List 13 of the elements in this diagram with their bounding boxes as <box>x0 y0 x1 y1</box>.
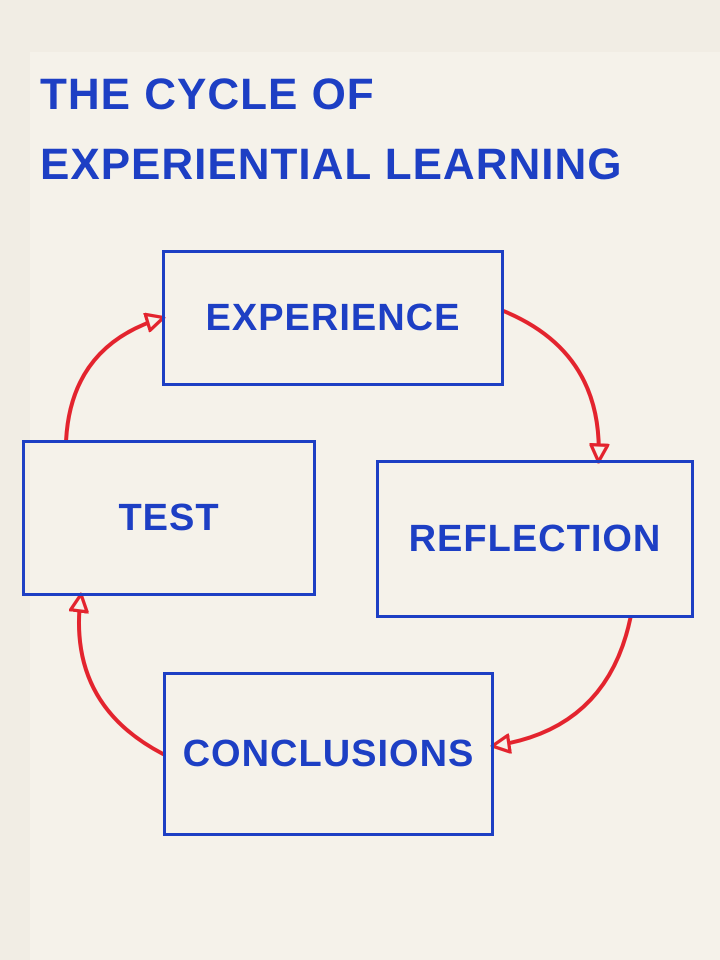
process-box <box>163 672 494 836</box>
curved-arrow <box>69 592 165 756</box>
node-label: TEST <box>118 496 220 540</box>
title: THE CYCLE OF EXPERIENTIAL LEARNING <box>40 69 624 191</box>
node-label: CONCLUSIONS <box>182 732 474 776</box>
curved-arrow <box>490 616 632 753</box>
curved-arrow <box>64 313 166 442</box>
node-label: REFLECTION <box>408 518 662 560</box>
node-label: EXPERIENCE <box>206 296 460 340</box>
process-box <box>22 440 316 596</box>
curved-arrow <box>502 309 609 464</box>
process-box <box>376 460 694 618</box>
process-box <box>162 250 504 386</box>
